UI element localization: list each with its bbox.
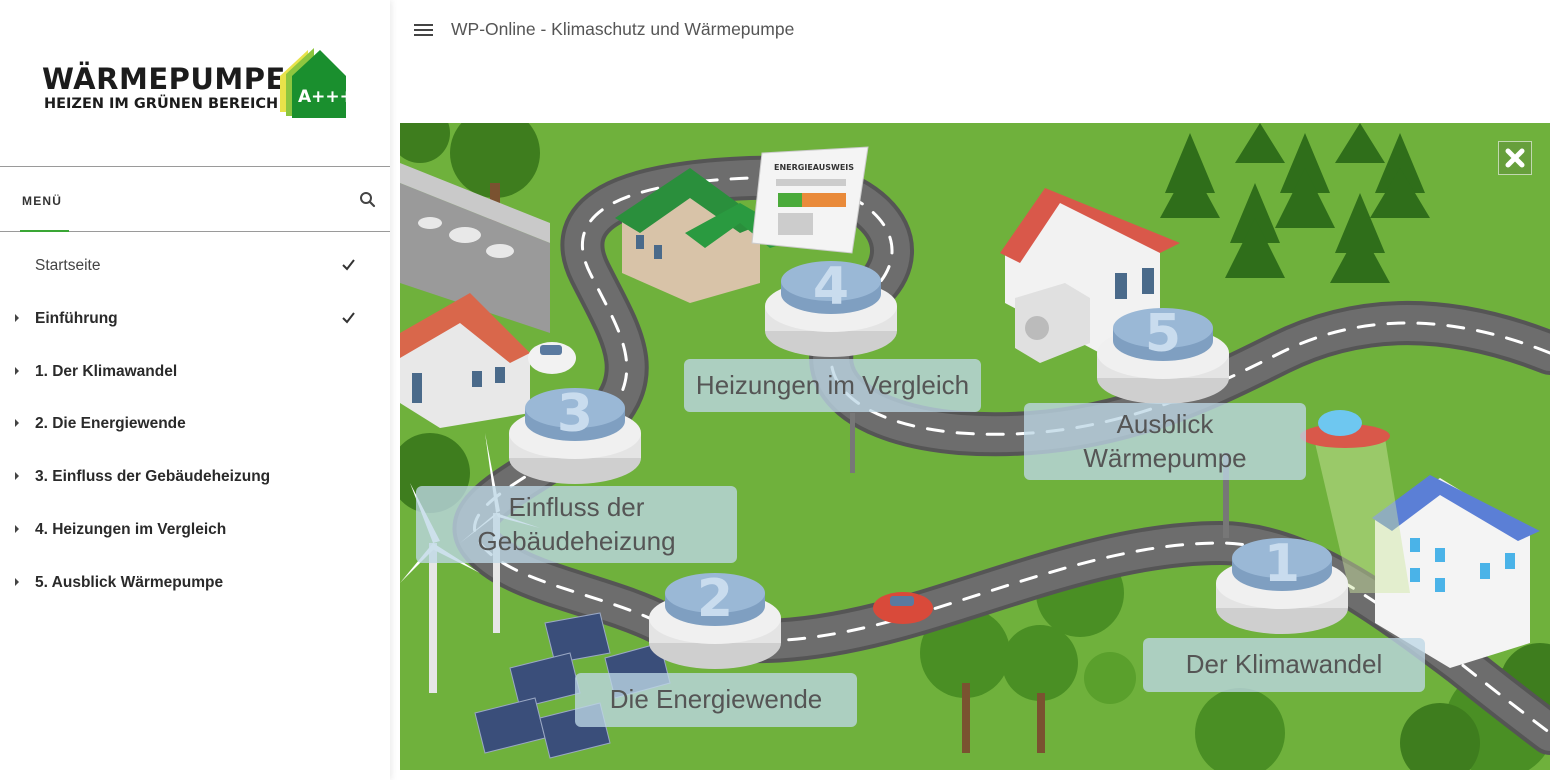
page-title: WP-Online - Klimaschutz und Wärmepumpe: [451, 19, 795, 39]
factory-building: [400, 163, 550, 333]
station-label-line2: Wärmepumpe: [1083, 442, 1247, 473]
station-label-line2: Gebäudeheizung: [477, 525, 676, 556]
station-label-gebaeudeheizung[interactable]: Einfluss der Gebäudeheizung: [416, 486, 737, 563]
station-label-energiewende[interactable]: Die Energiewende: [575, 673, 857, 727]
nav-item-energiewende[interactable]: 2. Die Energiewende: [0, 398, 390, 451]
energieausweis-sign: ENERGIEAUSWEIS: [751, 146, 869, 254]
station-label-heizungen[interactable]: Heizungen im Vergleich: [684, 359, 981, 412]
logo[interactable]: WÄRMEPUMPE HEIZEN IM GRÜNEN BEREICH A+++: [0, 0, 390, 167]
station-3-platform[interactable]: 3: [508, 383, 643, 488]
course-map: ENERGIEAUSWEIS: [400, 123, 1550, 770]
nav-item-label: 2. Die Energiewende: [35, 415, 186, 433]
station-1-platform[interactable]: 1: [1215, 533, 1350, 638]
nav-item-label: 5. Ausblick Wärmepumpe: [35, 573, 224, 591]
nav-list: Startseite Einführung 1. Der Klimawandel…: [0, 240, 390, 610]
station-label-klimawandel[interactable]: Der Klimawandel: [1143, 638, 1425, 692]
station-label-text: Der Klimawandel: [1185, 649, 1383, 680]
station-label-line1: Ausblick: [1116, 408, 1214, 439]
house-badge-icon: A+++: [280, 48, 350, 118]
station-2-platform[interactable]: 2: [648, 568, 783, 673]
nav-item-label: Einführung: [35, 309, 118, 327]
street-lamp-icon: [850, 413, 1229, 538]
menu-header: MENÜ: [0, 168, 390, 232]
house-icon: [400, 293, 530, 428]
caret-right-icon[interactable]: [15, 524, 19, 533]
station-5-platform[interactable]: 5: [1096, 303, 1231, 408]
check-icon: [342, 312, 355, 324]
station-number: 3: [557, 384, 593, 444]
nav-item-ausblick[interactable]: 5. Ausblick Wärmepumpe: [0, 557, 390, 610]
station-number: 4: [813, 257, 849, 317]
nav-item-label: 3. Einfluss der Gebäudeheizung: [35, 468, 271, 486]
station-number: 5: [1145, 304, 1181, 364]
station-label-text: Die Energiewende: [609, 684, 823, 715]
station-label-line1: Einfluss der: [508, 491, 645, 522]
search-icon[interactable]: [358, 190, 378, 210]
caret-right-icon[interactable]: [15, 366, 19, 375]
car-icon: [528, 342, 576, 374]
sign-text: ENERGIEAUSWEIS: [774, 163, 854, 172]
logo-subtitle: HEIZEN IM GRÜNEN BEREICH: [44, 96, 279, 112]
caret-right-icon[interactable]: [15, 472, 19, 481]
caret-right-icon[interactable]: [15, 313, 19, 322]
nav-item-label: Startseite: [35, 257, 101, 274]
sidebar: WÄRMEPUMPE HEIZEN IM GRÜNEN BEREICH A+++…: [0, 0, 390, 780]
hamburger-icon[interactable]: [414, 24, 433, 38]
map-scene: ENERGIEAUSWEIS: [400, 123, 1550, 770]
badge-text: A+++: [298, 87, 350, 107]
nav-item-gebaeudeheizung[interactable]: 3. Einfluss der Gebäudeheizung: [0, 451, 390, 504]
nav-item-startseite[interactable]: Startseite: [0, 240, 390, 293]
menu-underline: [20, 230, 69, 232]
close-icon: [1505, 148, 1525, 168]
logo-title: WÄRMEPUMPE: [42, 62, 286, 96]
station-number: 2: [697, 569, 733, 629]
check-icon: [342, 259, 355, 271]
nav-item-einfuehrung[interactable]: Einführung: [0, 293, 390, 346]
menu-label: MENÜ: [22, 194, 63, 208]
nav-item-heizungen[interactable]: 4. Heizungen im Vergleich: [0, 504, 390, 557]
car-icon: [873, 592, 933, 624]
house-icon: [1000, 188, 1180, 363]
pine-tree-icon: [1160, 123, 1430, 283]
station-4-platform[interactable]: 4: [764, 256, 899, 361]
station-number: 1: [1264, 534, 1300, 594]
caret-right-icon[interactable]: [15, 419, 19, 428]
nav-item-klimawandel[interactable]: 1. Der Klimawandel: [0, 346, 390, 399]
caret-right-icon[interactable]: [15, 577, 19, 586]
close-button[interactable]: [1498, 141, 1532, 175]
station-label-text: Heizungen im Vergleich: [695, 369, 970, 400]
nav-item-label: 1. Der Klimawandel: [35, 362, 178, 380]
ufo-icon: [1300, 410, 1410, 593]
house-icon: [1372, 475, 1540, 668]
nav-item-label: 4. Heizungen im Vergleich: [35, 520, 227, 538]
station-label-ausblick[interactable]: Ausblick Wärmepumpe: [1024, 403, 1306, 480]
